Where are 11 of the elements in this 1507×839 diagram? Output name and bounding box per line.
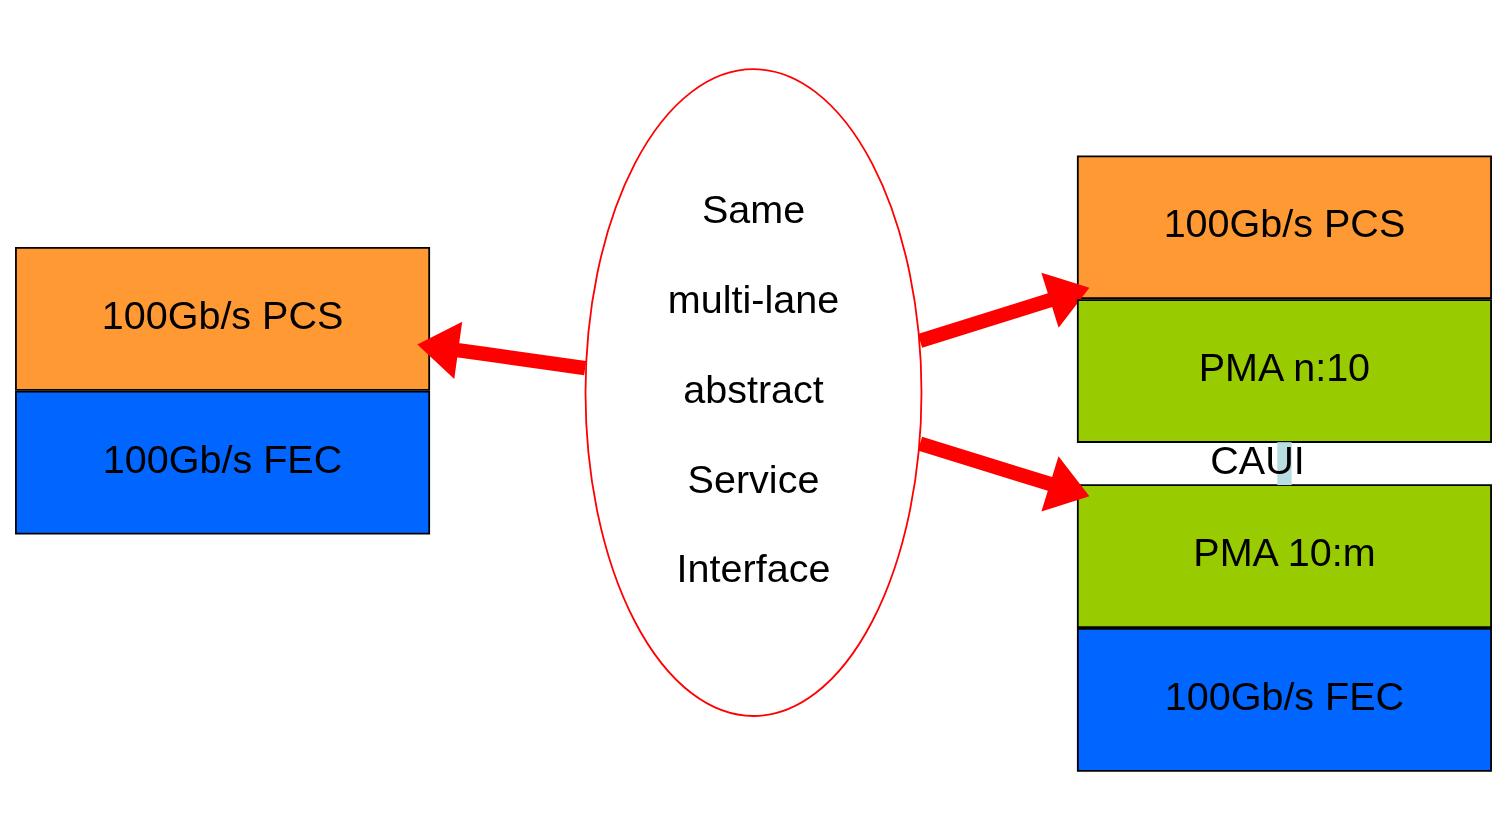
arrow [917, 436, 1090, 512]
node-box: 100Gb/s FEC [15, 390, 431, 535]
node-box: 100Gb/s PCS [15, 246, 431, 391]
node-box: PMA 10:m [1076, 483, 1492, 628]
connector [1277, 441, 1292, 485]
arrow [917, 272, 1090, 348]
node-box: 100Gb/s PCS [1076, 154, 1492, 299]
node-box: PMA n:10 [1076, 298, 1492, 443]
node-box: 100Gb/s FEC [1076, 627, 1492, 772]
arrow [417, 321, 587, 379]
node-ellipse: Same multi-lane abstract Service Interface [584, 67, 923, 717]
